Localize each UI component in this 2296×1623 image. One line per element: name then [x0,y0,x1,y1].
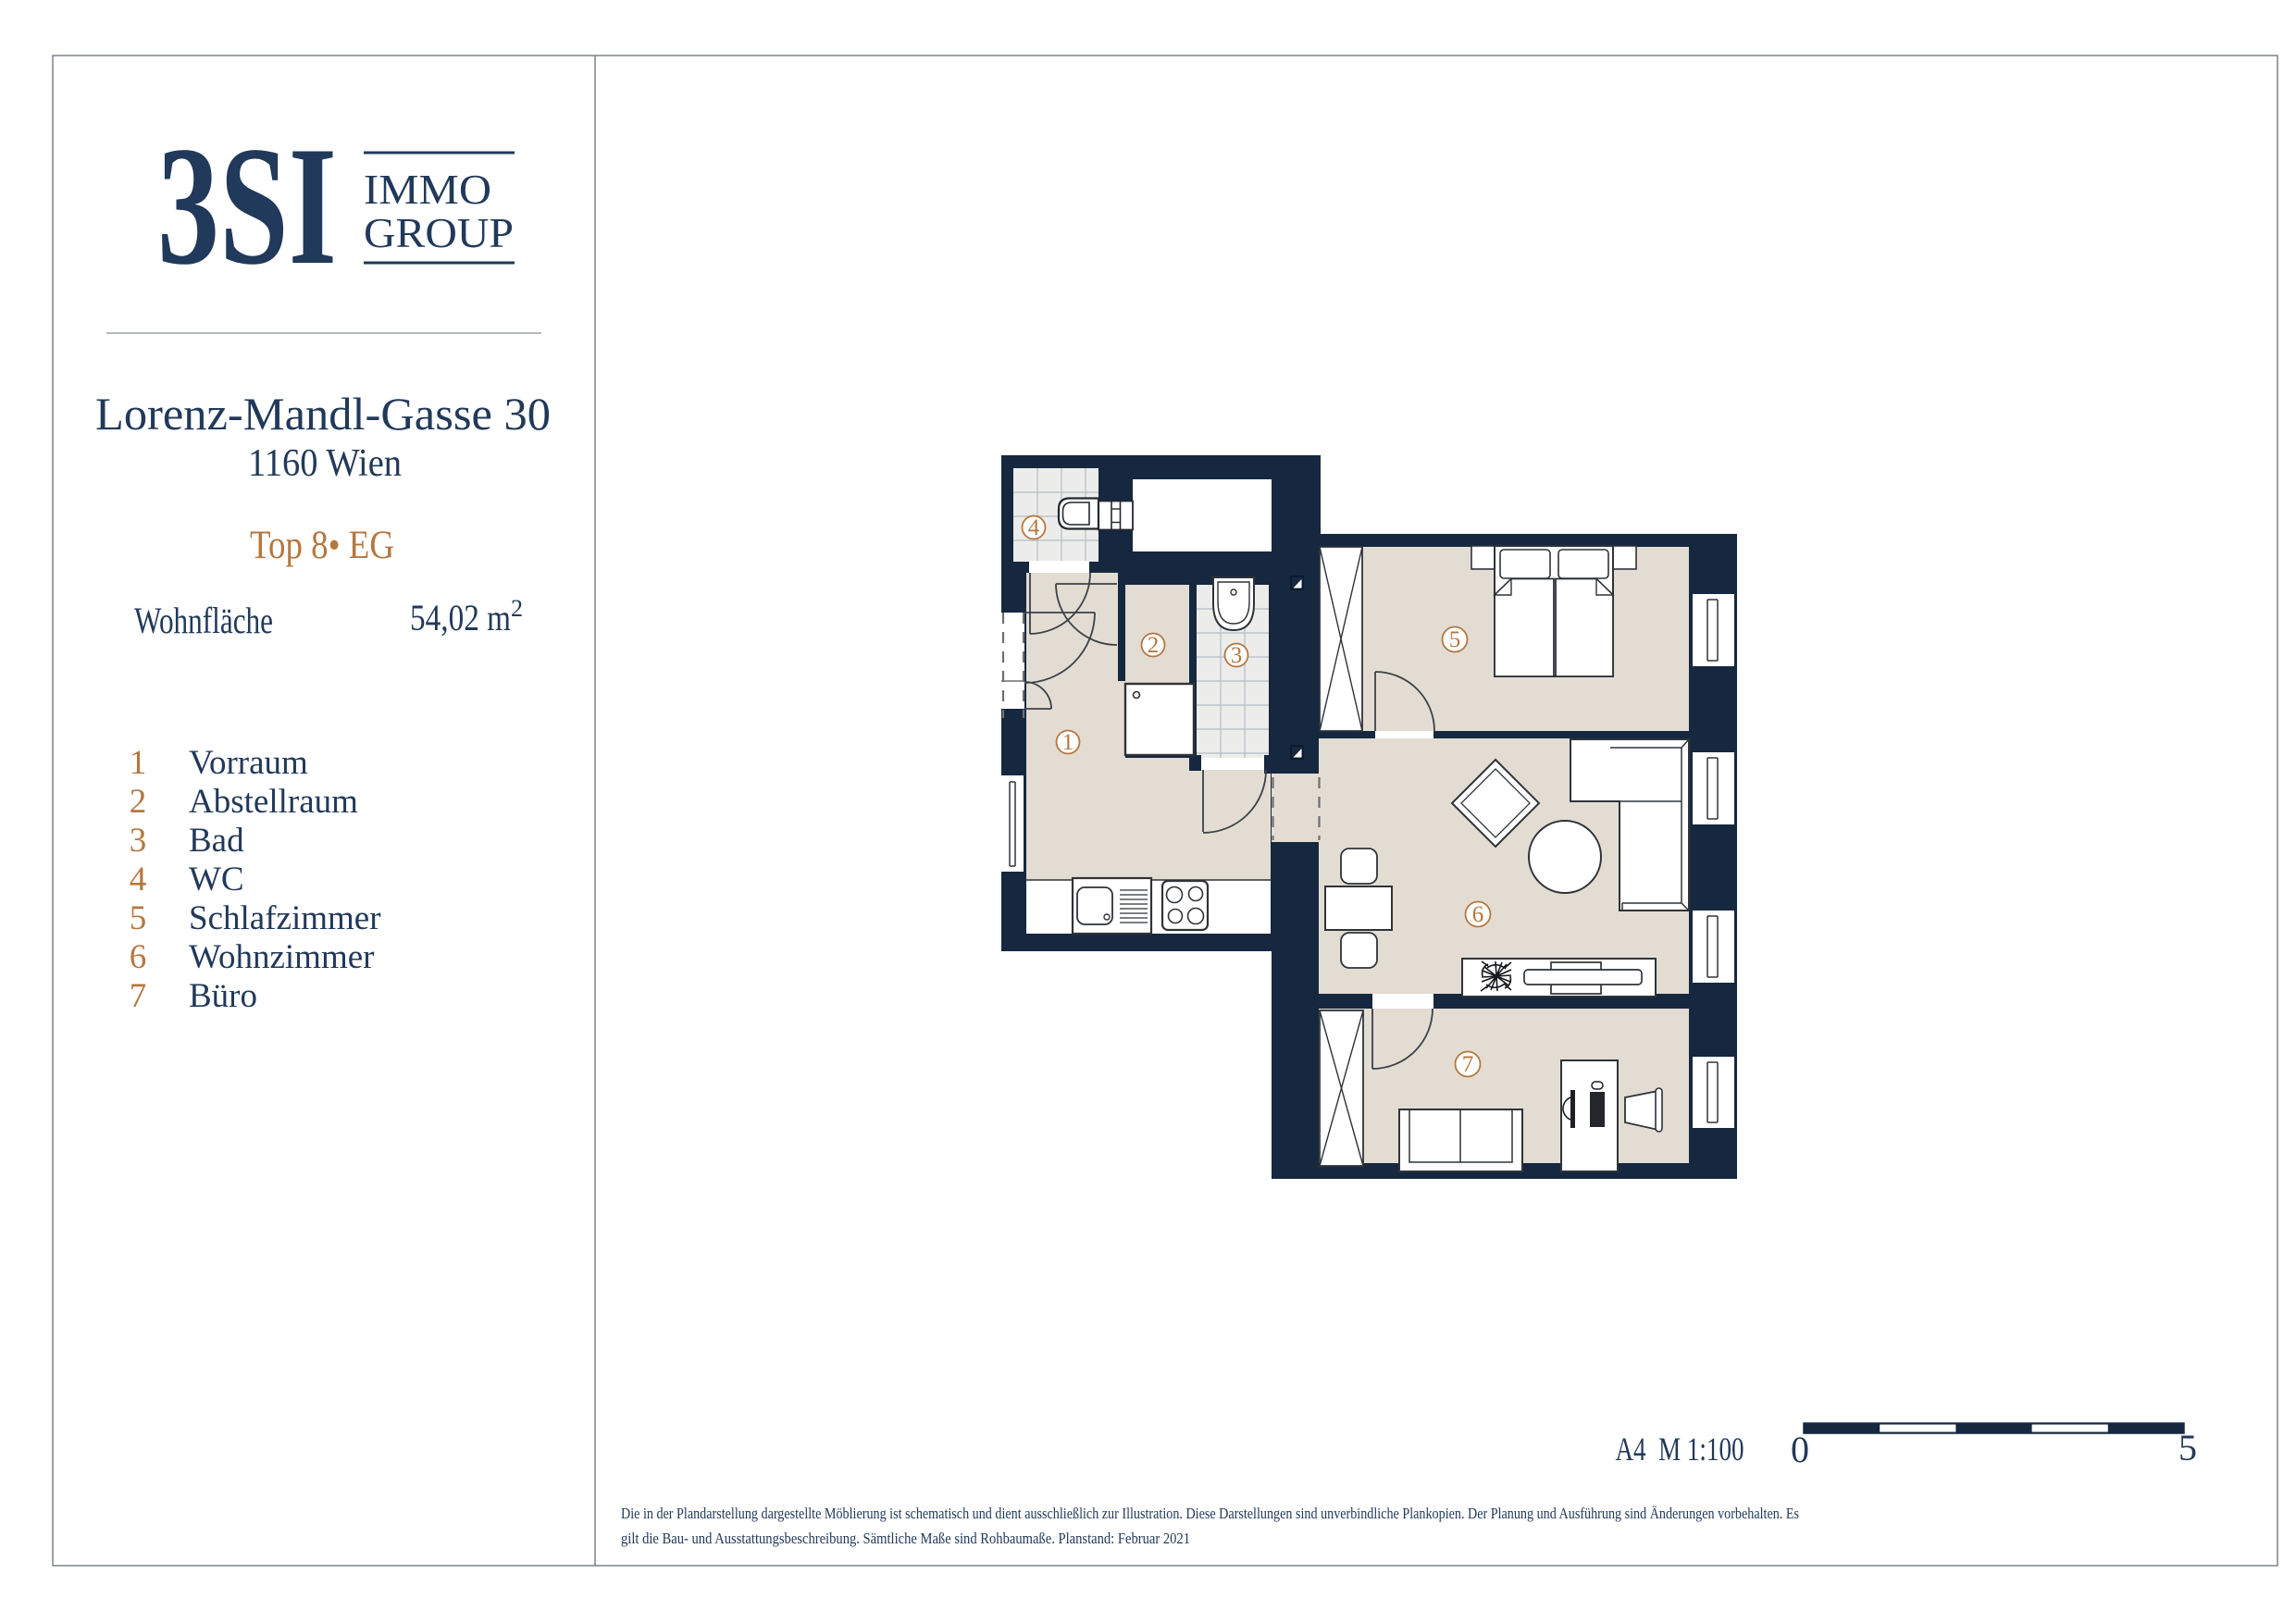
svg-text:7: 7 [1462,1052,1474,1077]
svg-text:Wohnfläche: Wohnfläche [134,600,273,641]
svg-text:0: 0 [1791,1429,1809,1470]
svg-text:3: 3 [1231,643,1243,668]
svg-text:Büro: Büro [189,977,257,1015]
svg-text:6: 6 [130,938,147,976]
svg-text:Die in der Plandarstellung dar: Die in der Plandarstellung dargestellte … [621,1505,1799,1522]
svg-text:3: 3 [130,822,147,860]
svg-text:GROUP: GROUP [364,209,514,256]
svg-text:5: 5 [130,899,147,937]
svg-text:Bad: Bad [189,822,244,860]
svg-text:Abstellraum: Abstellraum [189,783,358,821]
svg-text:4: 4 [1028,515,1040,540]
svg-text:WC: WC [189,861,244,898]
svg-text:gilt die Bau- und Ausstattungs: gilt die Bau- und Ausstattungsbeschreibu… [621,1530,1190,1547]
svg-text:5: 5 [1449,627,1461,652]
svg-text:IMMO: IMMO [364,166,491,213]
svg-text:Top 8• EG: Top 8• EG [250,524,394,567]
svg-text:Schlafzimmer: Schlafzimmer [189,899,381,937]
svg-text:1: 1 [1062,730,1074,755]
svg-text:1160 Wien: 1160 Wien [248,442,402,485]
svg-text:3SI: 3SI [157,111,337,300]
svg-text:Lorenz-Mandl-Gasse 30: Lorenz-Mandl-Gasse 30 [95,388,551,440]
svg-text:2: 2 [1148,633,1160,658]
svg-text:A4 M 1:100: A4 M 1:100 [1616,1431,1744,1468]
svg-text:Wohnzimmer: Wohnzimmer [189,938,374,976]
svg-text:2: 2 [130,783,147,821]
svg-text:54,02 m: 54,02 m [410,597,511,638]
svg-text:1: 1 [130,744,147,782]
svg-text:2: 2 [511,595,523,622]
svg-text:5: 5 [2178,1427,2197,1468]
svg-text:Vorraum: Vorraum [189,744,308,782]
svg-text:6: 6 [1472,902,1484,927]
svg-text:4: 4 [130,861,147,898]
svg-text:7: 7 [130,977,147,1015]
